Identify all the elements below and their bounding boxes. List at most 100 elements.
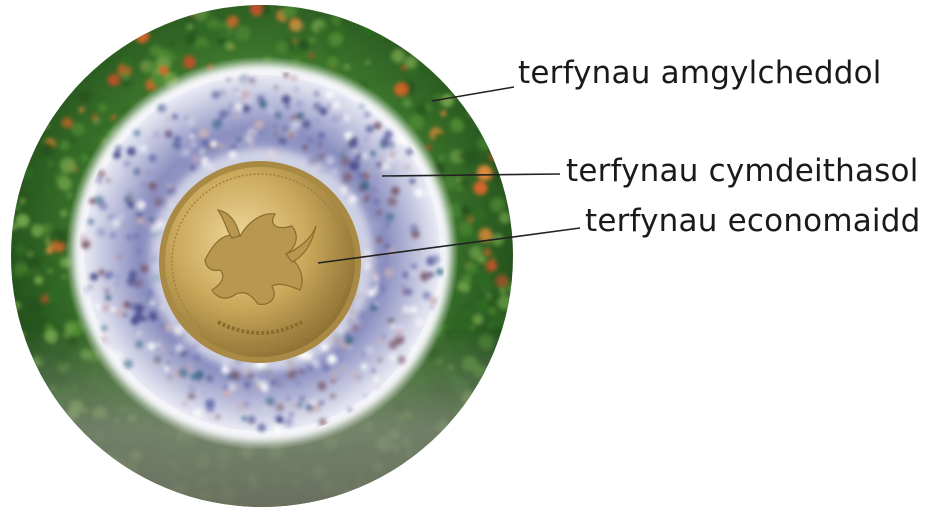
crowd-speck [212,119,222,129]
crowd-speck [326,91,334,99]
label-social-limits: terfynau cymdeithasol [566,156,919,187]
crowd-speck [113,151,121,159]
crowd-speck [246,388,252,394]
foliage-speck [291,48,299,56]
foliage-speck [309,53,314,58]
crowd-speck [291,75,297,81]
foliage-speck [225,42,234,51]
foliage-speck [496,274,509,287]
foliage-speck [62,117,73,128]
foliage-speck [111,115,115,119]
crowd-speck [377,284,386,293]
crowd-speck [116,289,120,293]
crowd-speck [236,115,240,119]
foliage-speck [41,264,49,272]
crowd-speck [234,88,239,93]
crowd-speck [376,209,382,215]
crowd-speck [260,130,263,133]
crowd-speck [410,224,418,232]
crowd-speck [361,364,367,370]
crowd-speck [242,416,247,421]
foliage-speck [16,244,27,255]
crowd-speck [150,218,155,223]
crowd-speck [140,296,145,301]
foliage-speck [378,32,385,39]
crowd-speck [166,117,170,121]
crowd-speck [365,137,368,140]
crowd-speck [339,116,344,121]
foliage-speck [185,34,196,45]
foliage-speck [457,319,467,329]
crowd-speck [360,104,364,108]
crowd-speck [340,156,350,166]
crowd-speck [390,323,398,331]
foliage-speck [79,91,91,103]
crowd-speck [284,418,293,427]
crowd-speck [303,144,308,149]
foliage-speck [435,94,440,99]
foliage-speck [465,262,477,274]
foliage-speck [456,177,461,182]
crowd-speck [374,122,381,129]
foliage-speck [59,140,70,151]
crowd-speck [348,407,353,412]
crowd-speck [276,417,283,424]
foliage-speck [181,47,191,57]
crowd-speck [219,143,225,149]
crowd-speck [245,383,250,388]
crowd-speck [406,148,413,155]
foliage-speck [475,270,490,285]
crowd-speck [361,152,369,160]
crowd-speck [135,304,145,314]
crowd-speck [372,321,377,326]
crowd-speck [291,120,300,129]
foliage-speck [467,113,471,117]
crowd-speck [167,184,172,189]
crowd-speck [391,151,396,156]
crowd-speck [181,357,190,366]
crowd-speck [345,354,351,360]
foliage-speck [309,37,316,44]
foliage-speck [409,67,421,79]
crowd-speck [388,318,393,323]
foliage-speck [461,205,471,215]
crowd-speck [318,399,324,405]
foliage-speck [122,73,130,81]
crowd-speck [373,187,377,191]
foliage-speck [305,25,310,30]
crowd-speck [115,351,122,358]
crowd-speck [311,400,315,404]
crowd-speck [115,311,121,317]
foliage-speck [122,56,135,69]
crowd-speck [167,132,172,137]
foliage-speck [477,165,492,180]
crowd-speck [115,281,121,287]
crowd-speck [171,351,174,354]
crowd-speck [344,114,351,121]
foliage-speck [276,41,289,54]
crowd-speck [402,272,408,278]
crowd-speck [395,330,402,337]
crowd-speck [423,292,431,300]
crowd-speck [381,162,390,171]
crowd-speck [138,332,141,335]
crowd-speck [131,317,140,326]
crowd-speck [127,201,135,209]
foliage-speck [27,298,42,313]
crowd-speck [303,149,306,152]
crowd-speck [223,390,231,398]
crowd-speck [290,404,296,410]
foliage-speck [16,206,20,210]
foliage-speck [24,256,32,264]
crowd-speck [380,142,387,149]
crowd-speck [247,372,253,378]
foliage-speck [190,497,194,501]
foliage-speck [16,214,30,228]
foliage-speck [20,167,33,180]
crowd-speck [426,190,431,195]
foliage-speck [15,262,28,275]
crowd-speck [266,397,276,407]
foliage-speck [199,44,206,51]
crowd-speck [387,197,396,206]
crowd-speck [370,151,376,157]
